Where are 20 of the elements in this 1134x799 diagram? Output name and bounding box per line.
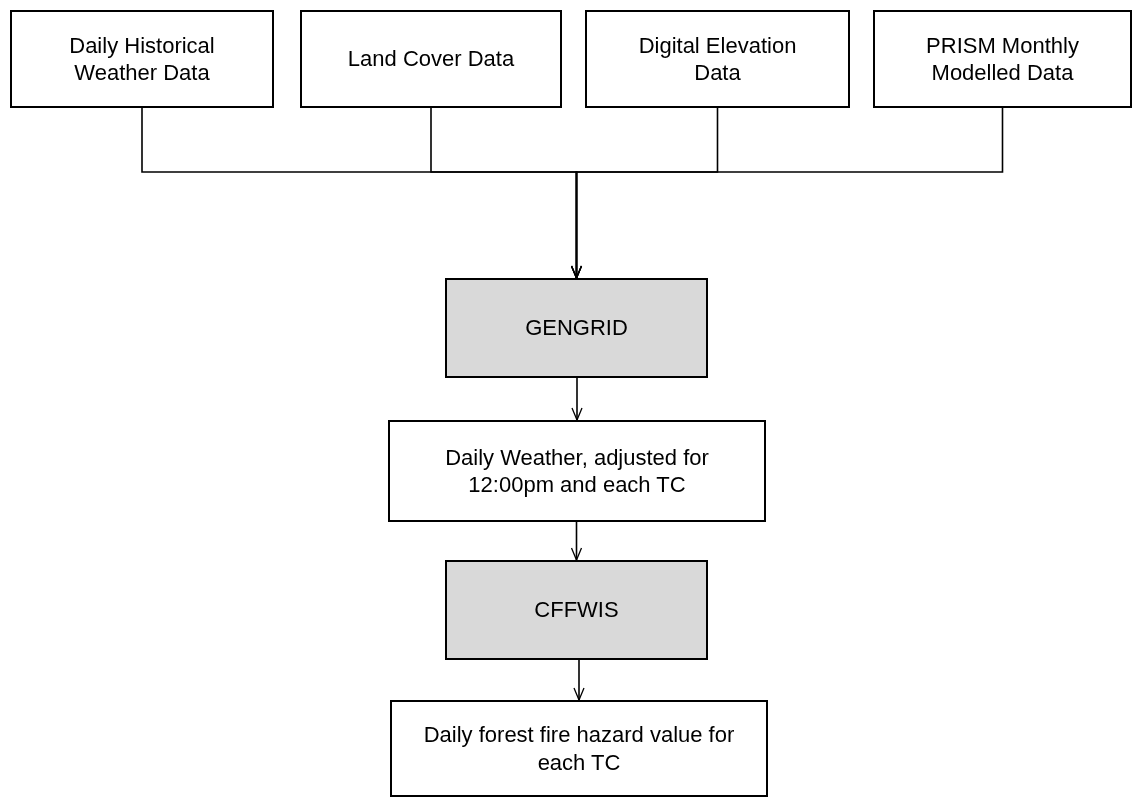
data-box — [873, 10, 1132, 108]
connector-arrow — [573, 659, 585, 701]
box-label: CFFWIS — [534, 596, 619, 624]
box-label: Daily Historical Weather Data — [68, 31, 216, 87]
connector-arrow — [571, 377, 583, 421]
box-label: Daily Weather, adjusted for 12:00pm and each TC — [444, 443, 710, 499]
process-box — [445, 560, 708, 660]
box-label: PRISM Monthly Modelled Data — [925, 31, 1080, 87]
box-label: Daily forest fire hazard value for each TC — [422, 721, 736, 776]
data-box — [390, 700, 768, 797]
process-box — [445, 278, 708, 378]
connector-arrow — [570, 107, 1004, 279]
data-box — [10, 10, 274, 108]
data-box — [585, 10, 850, 108]
box-label: GENGRID — [525, 314, 628, 342]
data-box — [300, 10, 562, 108]
connector-arrow — [570, 521, 583, 561]
box-label: Digital Elevation Data — [637, 31, 798, 87]
box-label: Land Cover Data — [347, 45, 515, 73]
data-box — [388, 420, 766, 522]
